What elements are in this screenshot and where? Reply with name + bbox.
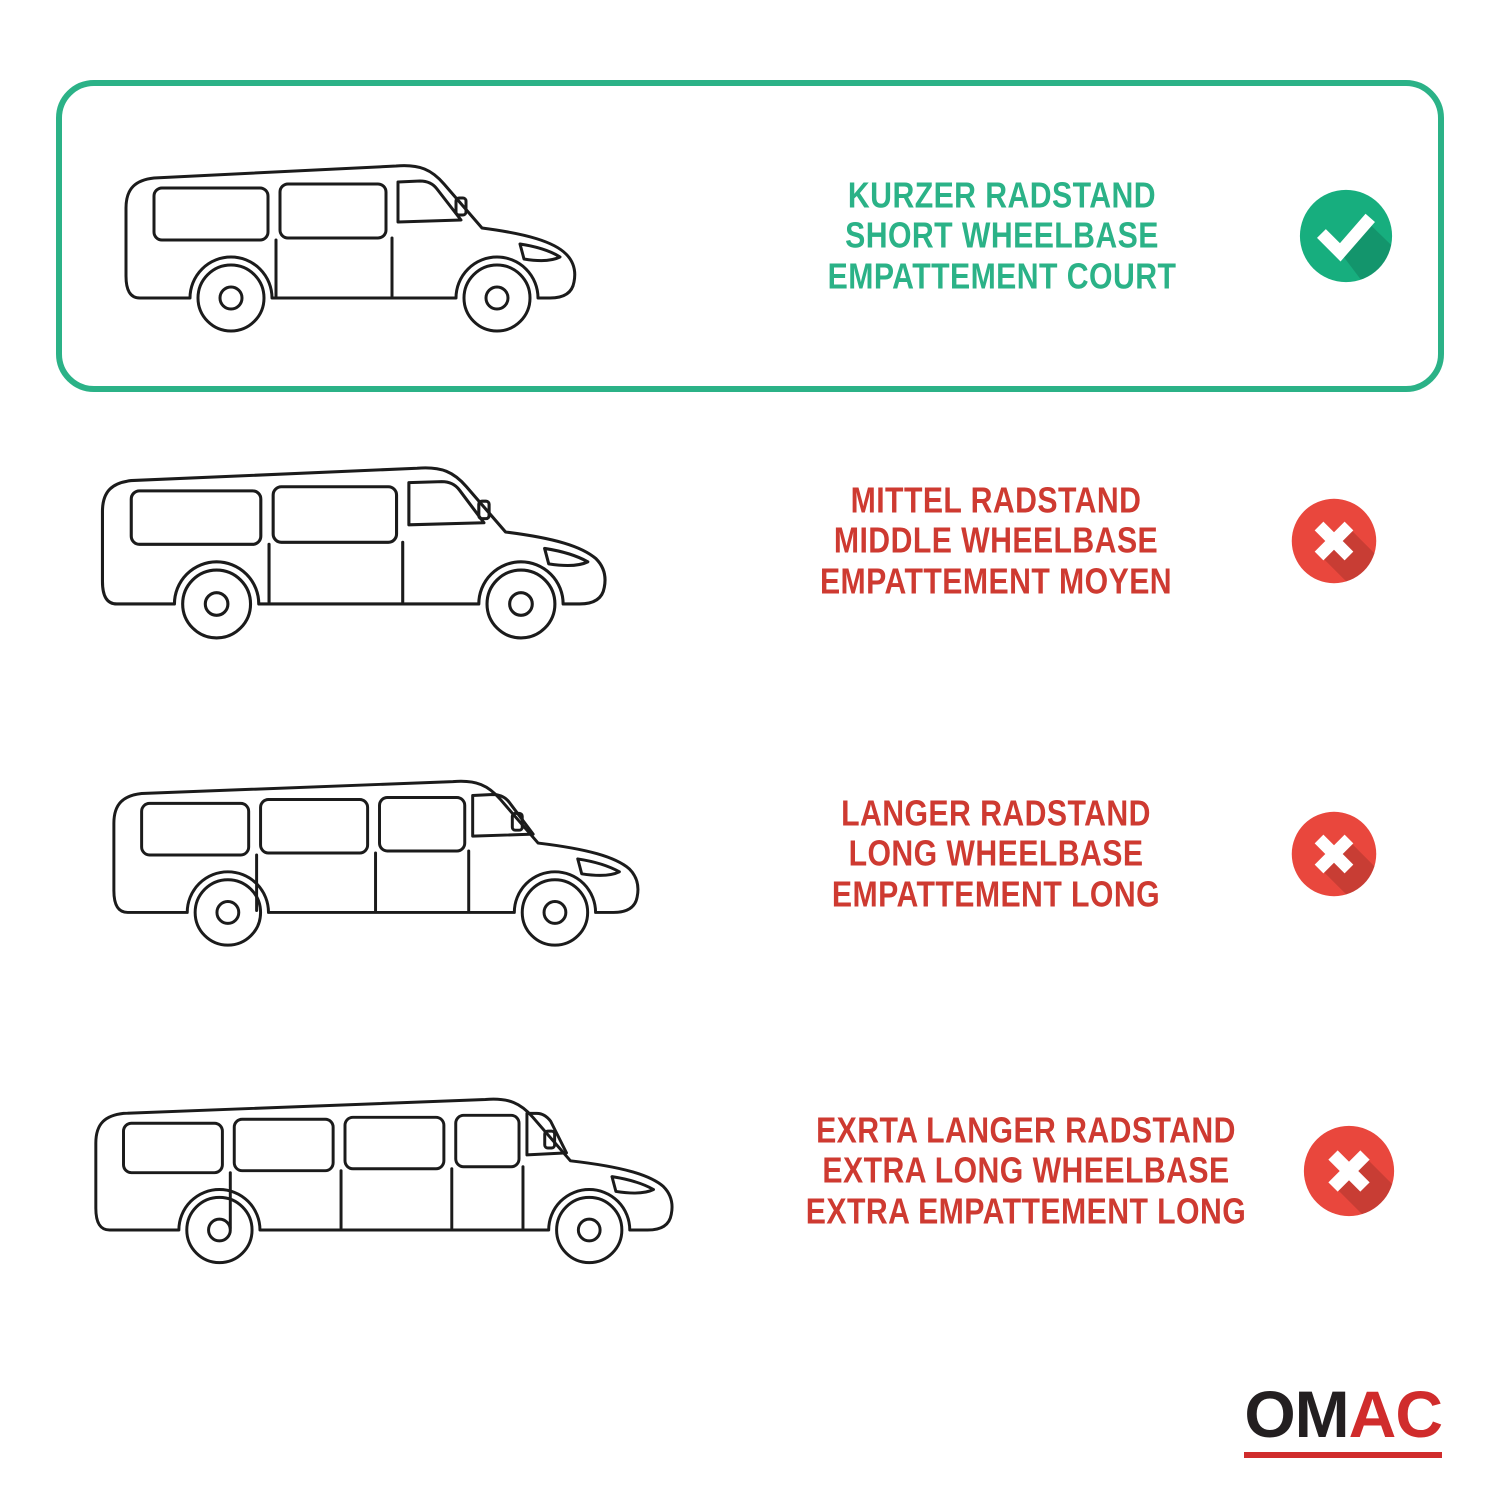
van-short-illustration [110,124,590,354]
label-line: MITTEL RADSTAND [850,479,1142,521]
option-row-middle-wheelbase: MITTEL RADSTAND MIDDLE WHEELBASE EMPATTE… [56,425,1444,657]
label-line: EXTRA LONG WHEELBASE [822,1149,1230,1191]
option-row-long-wheelbase: LANGER RADSTAND LONG WHEELBASE EMPATTEME… [56,738,1444,970]
label-line: LONG WHEELBASE [848,832,1144,874]
label-line: EXRTA LANGER RADSTAND [816,1109,1236,1151]
option-row-short-wheelbase: KURZER RADSTAND SHORT WHEELBASE EMPATTEM… [56,80,1444,392]
label-line: LANGER RADSTAND [841,792,1151,834]
label-line: EMPATTEMENT COURT [827,255,1177,297]
logo-text-black: OM [1244,1377,1349,1451]
logo-underline [1244,1452,1442,1458]
option-label-long-wheelbase: LANGER RADSTAND LONG WHEELBASE EMPATTEME… [744,792,1248,915]
omac-logo-text: OMAC [1244,1381,1443,1447]
van-extra-long-illustration [80,1056,698,1283]
option-label-short-wheelbase: KURZER RADSTAND SHORT WHEELBASE EMPATTEM… [750,174,1254,297]
cross-icon [1290,497,1378,585]
label-line: MIDDLE WHEELBASE [833,519,1159,561]
label-line: EMPATTEMENT LONG [831,873,1161,915]
van-long-illustration [98,738,663,966]
label-line: EMPATTEMENT MOYEN [819,560,1173,602]
label-line: KURZER RADSTAND [847,174,1157,216]
label-line: EXTRA EMPATTEMENT LONG [805,1190,1247,1232]
omac-logo: OMAC [1244,1381,1443,1458]
label-line: SHORT WHEELBASE [845,214,1159,256]
option-label-extra-long-wheelbase: EXRTA LANGER RADSTAND EXTRA LONG WHEELBA… [757,1109,1295,1232]
check-icon [1298,188,1394,284]
cross-icon [1290,810,1378,898]
cross-icon [1302,1124,1396,1218]
option-label-middle-wheelbase: MITTEL RADSTAND MIDDLE WHEELBASE EMPATTE… [744,479,1248,602]
option-row-extra-long-wheelbase: EXRTA LANGER RADSTAND EXTRA LONG WHEELBA… [56,1050,1444,1292]
van-middle-illustration [86,423,631,660]
logo-text-red: AC [1348,1377,1443,1451]
